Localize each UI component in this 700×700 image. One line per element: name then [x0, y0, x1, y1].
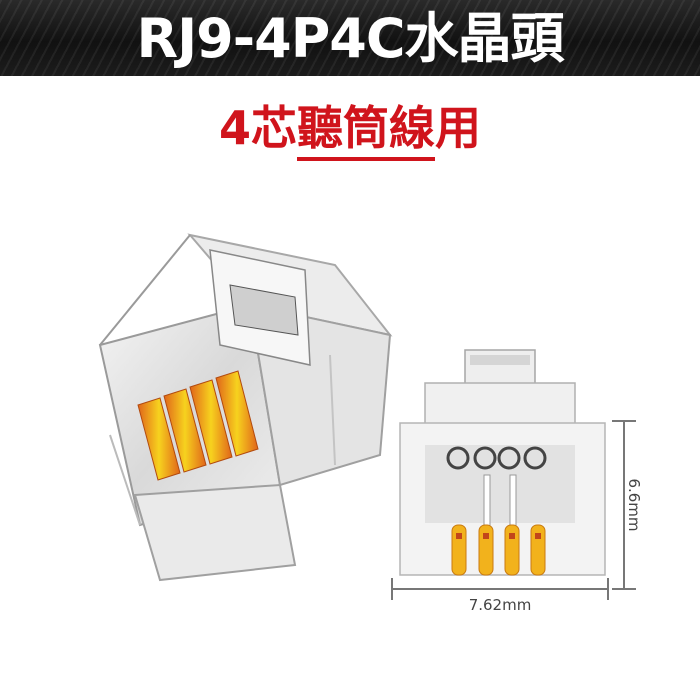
subtitle-suffix: 用: [435, 101, 481, 155]
product-title: RJ9-4P4C水晶頭: [136, 7, 564, 70]
subtitle: 4芯聽筒線用: [0, 100, 700, 161]
width-dimension-label: 7.62mm: [468, 596, 532, 614]
connector-front-view-image: [399, 349, 606, 576]
height-dimension-cap-top: [612, 420, 636, 422]
title-banner: RJ9-4P4C水晶頭: [0, 0, 700, 76]
width-dimension-cap-right: [607, 578, 609, 600]
subtitle-underlined: 聽筒線: [297, 101, 435, 161]
height-dimension-cap-bottom: [612, 588, 636, 590]
width-dimension-line: [392, 588, 608, 590]
contact-pins: [137, 370, 259, 481]
connector-perspective-image: [98, 233, 393, 582]
height-dimension-label: 6.6mm: [625, 478, 643, 532]
width-dimension-cap-left: [391, 578, 393, 600]
subtitle-prefix: 4芯: [218, 101, 297, 155]
height-dimension-line: [623, 420, 625, 590]
